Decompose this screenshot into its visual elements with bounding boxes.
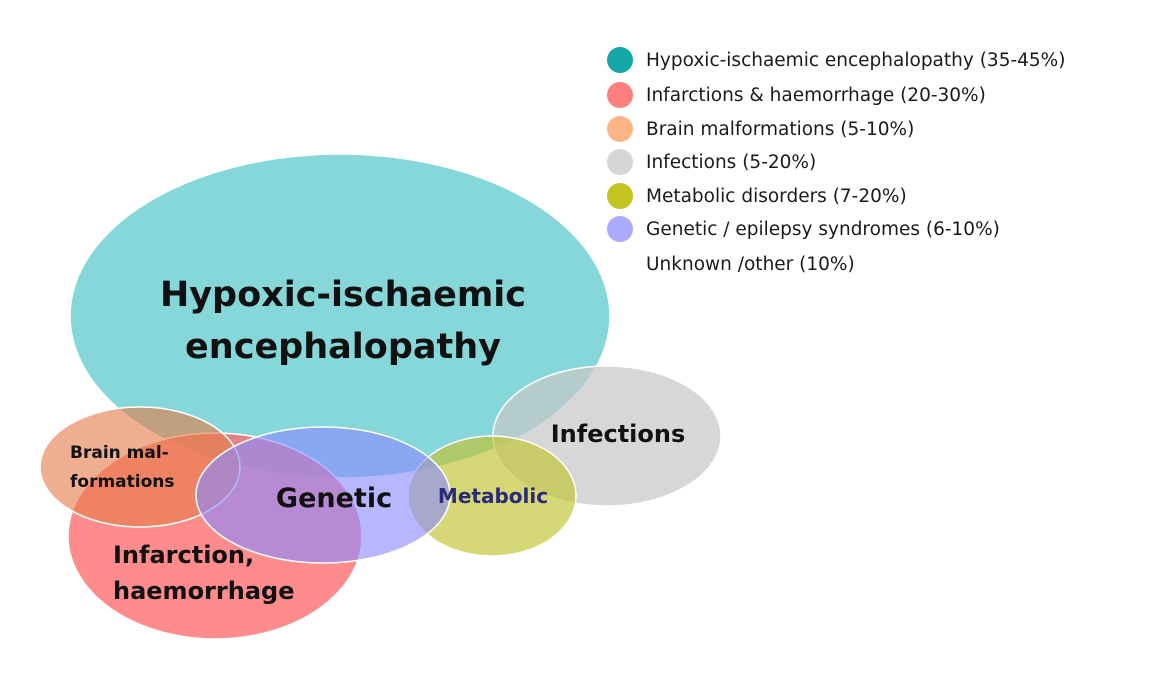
legend-item-infarction: Infarctions & haemorrhage (20-30%) — [646, 85, 986, 106]
legend-item-infections: Infections (5-20%) — [646, 152, 816, 173]
infarction-label-2: haemorrhage — [113, 577, 294, 605]
legend-item-hie: Hypoxic-ischaemic encephalopathy (35-45%… — [646, 50, 1065, 71]
metabolic-label: Metabolic — [438, 484, 548, 508]
genetic-ellipse — [195, 426, 451, 564]
infections-label: Infections — [551, 420, 686, 448]
brain-malformations-label: Brain mal- — [70, 443, 169, 463]
genetic-label: Genetic — [276, 483, 392, 514]
legend-swatch-hie — [607, 47, 633, 73]
brain-malformations-label-2: formations — [70, 472, 175, 492]
hie-label-2: encephalopathy — [185, 327, 501, 367]
legend-swatch-brain-malformations — [607, 116, 633, 142]
legend-item-unknown: Unknown /other (10%) — [646, 254, 855, 275]
legend-item-brain-malformations: Brain malformations (5-10%) — [646, 119, 914, 140]
legend: Hypoxic-ischaemic encephalopathy (35-45%… — [607, 47, 1065, 275]
legend-item-genetic: Genetic / epilepsy syndromes (6-10%) — [646, 219, 1000, 240]
legend-swatch-infections — [607, 149, 633, 175]
legend-swatch-infarction — [607, 82, 633, 108]
legend-swatch-metabolic — [607, 183, 633, 209]
legend-item-metabolic: Metabolic disorders (7-20%) — [646, 186, 907, 207]
legend-swatch-genetic — [607, 216, 633, 242]
hie-label: Hypoxic-ischaemic — [160, 275, 526, 315]
infarction-label: Infarction, — [113, 541, 254, 569]
